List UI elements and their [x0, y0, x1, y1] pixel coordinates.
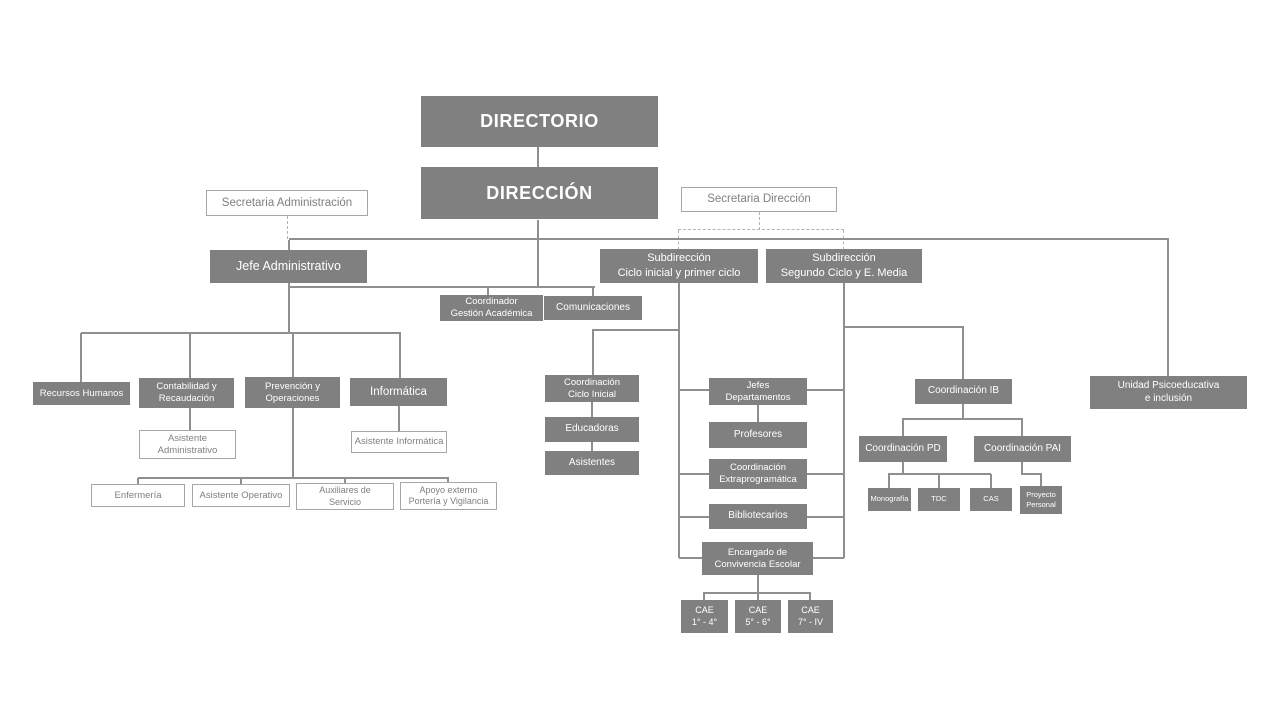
- connector-line: [537, 147, 539, 168]
- node-jefe-administrativo: Jefe Administrativo: [210, 250, 367, 283]
- node-cas: CAS: [970, 488, 1012, 511]
- connector-line: [80, 333, 82, 382]
- connector-line: [292, 408, 294, 478]
- connector-line: [288, 240, 290, 250]
- connector-line-dashed: [678, 230, 679, 250]
- connector-line: [843, 283, 845, 558]
- connector-line: [81, 332, 401, 334]
- node-asistentes: Asistentes: [545, 451, 639, 475]
- connector-line: [757, 404, 759, 422]
- node-cae-7-iv: CAE 7° - IV: [788, 600, 833, 633]
- connector-line: [138, 477, 449, 479]
- connector-line: [757, 575, 759, 593]
- connector-line: [592, 287, 594, 296]
- node-cae-1-4: CAE 1° - 4°: [681, 600, 728, 633]
- connector-line: [288, 283, 290, 332]
- node-asistente-administrativo: Asistente Administrativo: [139, 430, 236, 459]
- connector-line: [1021, 419, 1023, 436]
- node-apoyo-externo: Apoyo externo Portería y Vigilancia: [400, 482, 497, 510]
- connector-line: [1021, 461, 1023, 473]
- node-bibliotecarios: Bibliotecarios: [709, 504, 807, 529]
- node-tdc: TDC: [918, 488, 960, 511]
- connector-line: [1021, 473, 1042, 475]
- connector-line-dashed: [843, 230, 844, 250]
- connector-line: [137, 478, 139, 485]
- node-educadoras: Educadoras: [545, 417, 639, 442]
- node-coordinacion-ib: Coordinación IB: [915, 379, 1012, 404]
- node-subdireccion-ciclo-inicial: Subdirección Ciclo inicial y primer cicl…: [600, 249, 758, 283]
- node-recursos-humanos: Recursos Humanos: [33, 382, 130, 405]
- connector-line: [679, 389, 709, 391]
- connector-line: [902, 419, 904, 436]
- connector-line: [447, 478, 449, 485]
- connector-line: [591, 400, 593, 417]
- node-monografia: Monografía: [868, 488, 911, 511]
- connector-line: [399, 333, 401, 378]
- node-coordinador-gestion-academica: Coordinador Gestión Académica: [440, 295, 543, 321]
- connector-line: [1167, 238, 1169, 378]
- connector-line: [888, 474, 890, 489]
- connector-line: [990, 474, 992, 489]
- connector-line: [592, 330, 594, 376]
- connector-line: [843, 326, 964, 328]
- node-secretaria-administracion: Secretaria Administración: [206, 190, 368, 216]
- node-proyecto-personal: Proyecto Personal: [1020, 486, 1062, 514]
- connector-line-dashed: [678, 229, 844, 230]
- node-cae-5-6: CAE 5° - 6°: [735, 600, 781, 633]
- connector-line: [902, 418, 1023, 420]
- connector-line: [813, 557, 844, 559]
- connector-line: [240, 478, 242, 485]
- connector-line: [292, 333, 294, 377]
- connector-line-dashed: [759, 212, 760, 230]
- connector-line: [679, 557, 703, 559]
- node-subdireccion-segundo-ciclo: Subdirección Segundo Ciclo y E. Media: [766, 249, 922, 283]
- node-profesores: Profesores: [709, 422, 807, 448]
- connector-line: [678, 283, 680, 558]
- connector-line: [807, 473, 844, 475]
- connector-line: [703, 593, 705, 601]
- connector-line: [1040, 473, 1042, 487]
- node-jefes-departamentos: Jefes Departamentos: [709, 378, 807, 405]
- node-comunicaciones: Comunicaciones: [544, 296, 642, 320]
- node-coordinacion-pd: Coordinación PD: [859, 436, 947, 462]
- node-asistente-operativo: Asistente Operativo: [192, 484, 290, 507]
- connector-line: [189, 408, 191, 430]
- connector-line: [537, 220, 539, 287]
- connector-line: [344, 478, 346, 485]
- connector-line: [809, 593, 811, 601]
- node-unidad-psicoeducativa: Unidad Psicoeducativa e inclusión: [1090, 376, 1247, 409]
- connector-line: [902, 461, 904, 473]
- node-enfermeria: Enfermería: [91, 484, 185, 507]
- node-coordinacion-ciclo-inicial: Coordinación Ciclo Inicial: [545, 375, 639, 402]
- node-directorio: DIRECTORIO: [421, 96, 658, 147]
- node-encargado-convivencia: Encargado de Convivencia Escolar: [702, 542, 813, 575]
- connector-line: [679, 516, 709, 518]
- connector-line: [679, 473, 709, 475]
- connector-line: [807, 516, 844, 518]
- connector-line: [938, 474, 940, 489]
- connector-line: [757, 593, 759, 601]
- connector-line: [807, 389, 844, 391]
- node-coordinacion-pai: Coordinación PAI: [974, 436, 1071, 462]
- connector-line: [487, 287, 489, 295]
- node-direccion: DIRECCIÓN: [421, 167, 658, 219]
- connector-line: [962, 404, 964, 418]
- node-contabilidad-recaudacion: Contabilidad y Recaudación: [139, 378, 234, 408]
- node-secretaria-direccion: Secretaria Dirección: [681, 187, 837, 212]
- connector-line: [289, 286, 595, 288]
- node-coordinacion-extraprogramatica: Coordinación Extraprogramática: [709, 459, 807, 489]
- node-prevencion-operaciones: Prevención y Operaciones: [245, 377, 340, 408]
- connector-line: [289, 238, 1169, 240]
- connector-line: [592, 329, 680, 331]
- connector-line-dashed: [287, 216, 288, 239]
- connector-line: [962, 326, 964, 379]
- connector-line: [398, 406, 400, 431]
- node-informatica: Informática: [350, 378, 447, 406]
- node-asistente-informatica: Asistente Informática: [351, 431, 447, 453]
- connector-line: [591, 442, 593, 451]
- node-auxiliares-servicio: Auxiliares de Servicio: [296, 483, 394, 510]
- connector-line: [189, 333, 191, 378]
